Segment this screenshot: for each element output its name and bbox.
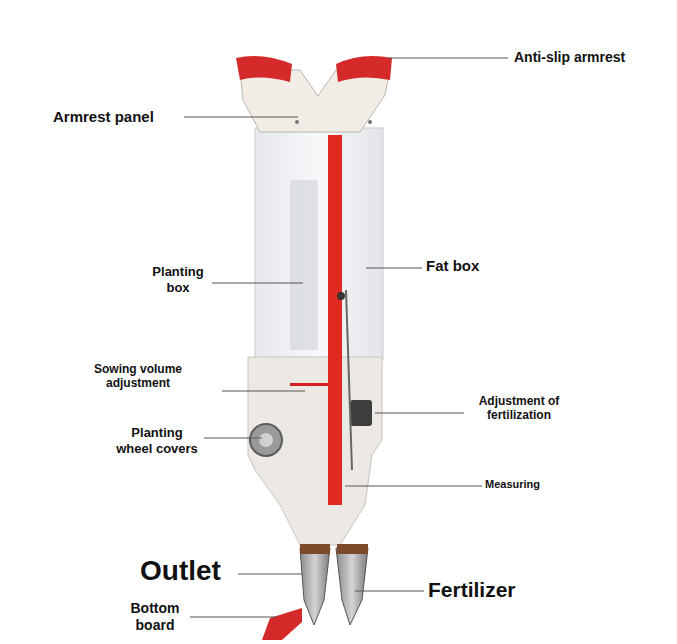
leader-line xyxy=(204,438,262,439)
leader-line xyxy=(375,413,464,414)
leader-line xyxy=(212,283,303,284)
leader-line xyxy=(190,617,276,618)
armrest-pad xyxy=(236,56,292,82)
part-label: Outlet xyxy=(140,554,221,588)
red-rod xyxy=(328,135,342,505)
fertilizer-blade xyxy=(336,548,368,625)
screw xyxy=(368,120,372,124)
hopper xyxy=(255,128,383,360)
wheel-hub xyxy=(259,433,273,447)
screw xyxy=(295,120,299,124)
leader-line xyxy=(345,486,482,487)
leader-lines xyxy=(184,58,508,617)
clamp xyxy=(337,292,345,300)
leader-line xyxy=(366,268,422,269)
leader-line xyxy=(184,117,298,118)
wheel-cover xyxy=(250,424,282,456)
part-label: Armrest panel xyxy=(53,108,154,126)
leader-line xyxy=(238,574,302,575)
part-label: Measuring xyxy=(485,478,540,491)
bottom-board xyxy=(262,608,302,640)
leader-line xyxy=(388,58,508,59)
fertilizer-knob xyxy=(350,400,372,426)
part-label: Fertilizer xyxy=(428,577,516,602)
part-label: Adjustment of fertilization xyxy=(468,394,570,423)
part-label: Planting box xyxy=(145,264,211,295)
part-label: Bottom board xyxy=(118,600,192,634)
housing xyxy=(248,357,382,545)
armrest-panel xyxy=(240,70,390,132)
armrest-pad xyxy=(336,56,392,82)
leader-line xyxy=(222,391,305,392)
leader-line xyxy=(355,591,424,592)
outlet-blade xyxy=(300,548,330,625)
cable xyxy=(346,290,352,470)
blade-hinge xyxy=(337,544,368,554)
part-label: Anti-slip armrest xyxy=(514,49,625,66)
sowing-mark xyxy=(290,383,330,386)
part-label: Fat box xyxy=(426,257,479,275)
blade-hinge xyxy=(300,544,330,554)
part-label: Planting wheel covers xyxy=(112,425,202,456)
part-label: Sowing volume adjustment xyxy=(88,362,188,391)
inner-tube xyxy=(290,180,318,350)
